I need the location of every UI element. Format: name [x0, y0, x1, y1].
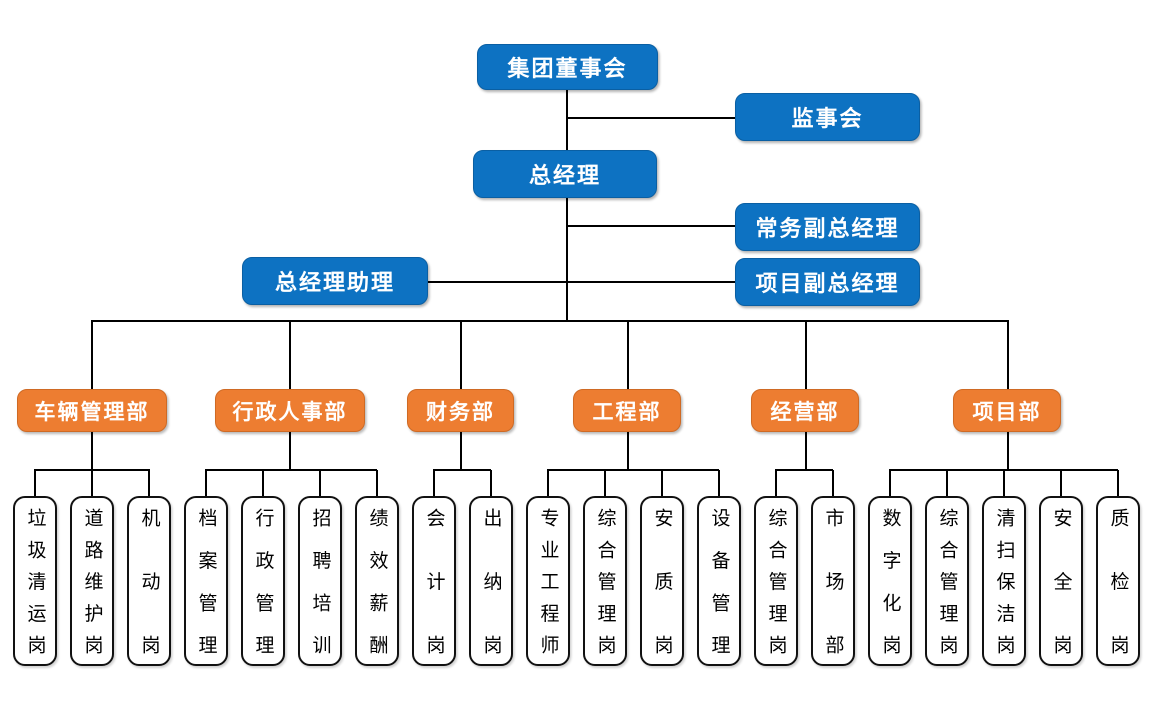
dept-operations: 经营部 — [751, 389, 859, 432]
post-label: 档案管理 — [195, 508, 217, 654]
connector-department-bus — [91, 320, 1009, 322]
post-label: 安质岗 — [651, 508, 673, 654]
post-node: 安全岗 — [1039, 496, 1083, 666]
post-node: 档案管理 — [184, 496, 228, 666]
node-supervisory-board: 监事会 — [735, 93, 920, 141]
post-node: 垃圾清运岗 — [13, 496, 57, 666]
post-label: 市场部 — [822, 508, 844, 654]
connector-drop-dept — [91, 322, 93, 389]
post-node: 招聘培训 — [298, 496, 342, 666]
post-node: 综合管理岗 — [754, 496, 798, 666]
connector-stem-dept — [289, 432, 291, 469]
connector-drop-post — [34, 470, 36, 497]
post-label: 绩效薪酬 — [366, 508, 388, 654]
post-node: 出纳岗 — [469, 496, 513, 666]
post-node: 道路维护岗 — [70, 496, 114, 666]
connector-drop-dept — [460, 322, 462, 389]
connector-drop-post — [490, 470, 492, 497]
node-executive-deputy-gm: 常务副总经理 — [735, 203, 920, 251]
connector-drop-dept — [1007, 322, 1009, 389]
connector-drop-post — [1117, 470, 1119, 497]
dept-engineering: 工程部 — [573, 389, 681, 432]
post-node: 机动岗 — [127, 496, 171, 666]
connector-drop-post — [1003, 470, 1005, 497]
connector-drop-dept — [289, 322, 291, 389]
connector-supervisory-branch — [567, 117, 735, 119]
dept-hr-admin: 行政人事部 — [215, 389, 365, 432]
connector-drop-post — [832, 470, 834, 497]
post-node: 专业工程师 — [526, 496, 570, 666]
post-node: 数字化岗 — [868, 496, 912, 666]
post-label: 垃圾清运岗 — [24, 508, 46, 654]
post-node: 绩效薪酬 — [355, 496, 399, 666]
dept-vehicle-management: 车辆管理部 — [17, 389, 167, 432]
connector-subbus — [205, 469, 377, 471]
connector-subbus — [34, 469, 150, 471]
connector-drop-dept — [805, 322, 807, 389]
connector-stem-dept — [805, 432, 807, 469]
connector-subbus — [433, 469, 491, 471]
node-board-of-directors: 集团董事会 — [477, 44, 658, 90]
post-node: 会计岗 — [412, 496, 456, 666]
post-node: 综合管理岗 — [925, 496, 969, 666]
post-label: 设备管理 — [708, 508, 730, 654]
connector-drop-post — [376, 470, 378, 497]
connector-drop-post — [718, 470, 720, 497]
post-label: 质检岗 — [1107, 508, 1129, 654]
dept-finance: 财务部 — [407, 389, 514, 432]
connector-drop-post — [775, 470, 777, 497]
post-label: 综合管理岗 — [594, 508, 616, 654]
post-node: 清扫保洁岗 — [982, 496, 1026, 666]
connector-subbus — [775, 469, 833, 471]
connector-drop-post — [91, 470, 93, 497]
connector-drop-post — [661, 470, 663, 497]
post-node: 质检岗 — [1096, 496, 1140, 666]
post-label: 出纳岗 — [480, 508, 502, 654]
connector-subbus — [547, 469, 719, 471]
connector-drop-post — [262, 470, 264, 497]
node-gm-assistant: 总经理助理 — [242, 257, 428, 305]
post-label: 机动岗 — [138, 508, 160, 654]
connector-drop-post — [889, 470, 891, 497]
connector-stem-dept — [460, 432, 462, 469]
connector-stem-dept — [91, 432, 93, 469]
post-label: 招聘培训 — [309, 508, 331, 654]
connector-executive-deputy-branch — [567, 225, 735, 227]
connector-subbus — [889, 469, 1118, 471]
node-general-manager: 总经理 — [473, 150, 657, 198]
connector-drop-dept — [627, 322, 629, 389]
post-node: 设备管理 — [697, 496, 741, 666]
post-node: 市场部 — [811, 496, 855, 666]
connector-drop-post — [604, 470, 606, 497]
post-label: 数字化岗 — [879, 508, 901, 654]
post-label: 综合管理岗 — [936, 508, 958, 654]
connector-main-trunk — [566, 90, 568, 321]
connector-stem-dept — [627, 432, 629, 469]
connector-drop-post — [946, 470, 948, 497]
connector-drop-post — [1060, 470, 1062, 497]
post-label: 综合管理岗 — [765, 508, 787, 654]
connector-stem-dept — [1007, 432, 1009, 469]
post-label: 道路维护岗 — [81, 508, 103, 654]
connector-drop-post — [547, 470, 549, 497]
post-node: 综合管理岗 — [583, 496, 627, 666]
connector-drop-post — [319, 470, 321, 497]
connector-assistant-deputy-branch — [428, 281, 735, 283]
post-node: 行政管理 — [241, 496, 285, 666]
connector-drop-post — [433, 470, 435, 497]
post-label: 清扫保洁岗 — [993, 508, 1015, 654]
post-label: 专业工程师 — [537, 508, 559, 654]
post-label: 会计岗 — [423, 508, 445, 654]
post-label: 行政管理 — [252, 508, 274, 654]
dept-project: 项目部 — [953, 389, 1061, 432]
connector-drop-post — [205, 470, 207, 497]
post-node: 安质岗 — [640, 496, 684, 666]
node-project-deputy-gm: 项目副总经理 — [735, 258, 920, 306]
connector-drop-post — [148, 470, 150, 497]
post-label: 安全岗 — [1050, 508, 1072, 654]
